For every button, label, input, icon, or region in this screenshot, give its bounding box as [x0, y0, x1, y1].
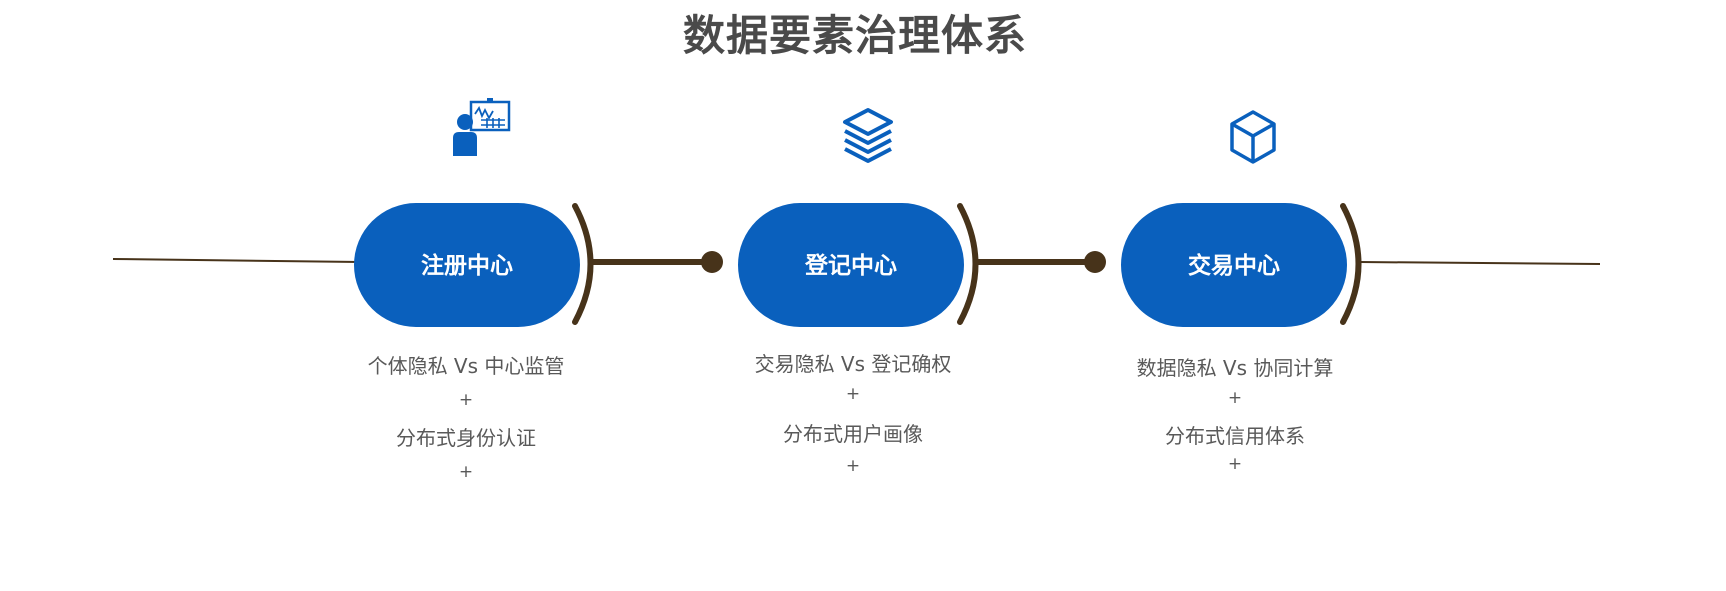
bracket-2	[957, 203, 979, 325]
connector-dot-2	[1084, 251, 1106, 273]
stage-1-line-1: 个体隐私 Vs 中心监管	[367, 354, 565, 378]
stage-registration-center: 注册中心	[354, 203, 580, 327]
stage-3-description: 数据隐私 Vs 协同计算 + 分布式信用体系 +	[1085, 352, 1385, 492]
stage-1-plus-1: +	[458, 390, 474, 410]
bracket-1	[572, 203, 594, 325]
cube-icon	[1230, 110, 1276, 164]
stage-3-line-1: 数据隐私 Vs 协同计算	[1136, 356, 1334, 380]
stage-2-plus-1: +	[845, 384, 861, 404]
stage-2-line-2: 分布式用户画像	[783, 422, 923, 446]
stage-3-line-2: 分布式信用体系	[1165, 424, 1305, 448]
page-title: 数据要素治理体系	[682, 11, 1027, 60]
presenter-chart-icon	[453, 98, 511, 156]
stage-2-plus-2: +	[845, 456, 861, 476]
stage-1-description: 个体隐私 Vs 中心监管 + 分布式身份认证 +	[316, 350, 616, 490]
stage-3-plus-2: +	[1227, 454, 1243, 474]
stage-trading-center: 交易中心	[1121, 203, 1347, 327]
stage-3-plus-1: +	[1227, 388, 1243, 408]
right-axis-line	[1359, 261, 1601, 265]
stage-registry-center: 登记中心	[738, 203, 964, 327]
left-axis-line	[112, 258, 361, 263]
layers-stack-icon	[843, 108, 893, 163]
connector-dot-1	[701, 251, 723, 273]
stage-2-line-1: 交易隐私 Vs 登记确权	[754, 352, 952, 376]
bracket-3	[1340, 203, 1362, 325]
stage-1-plus-2: +	[458, 462, 474, 482]
stage-2-description: 交易隐私 Vs 登记确权 + 分布式用户画像 +	[703, 348, 1003, 488]
stage-1-line-2: 分布式身份认证	[396, 426, 536, 450]
